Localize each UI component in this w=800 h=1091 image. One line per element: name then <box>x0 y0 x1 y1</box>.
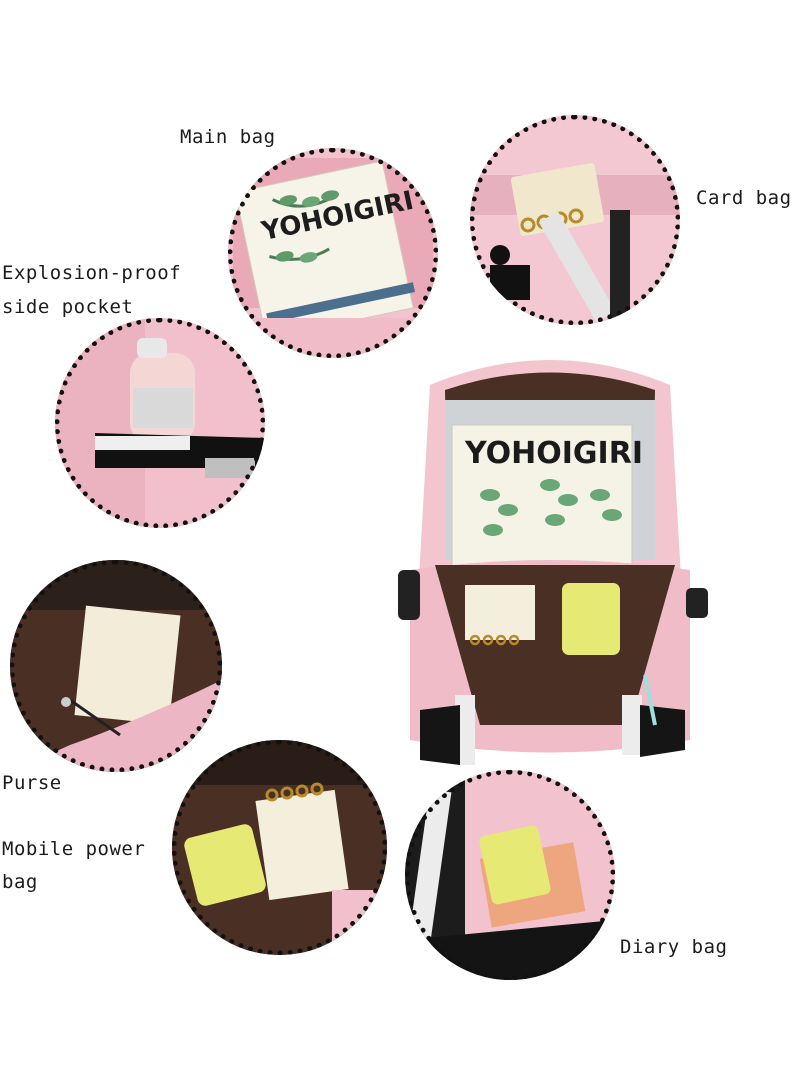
label-side-pocket-line1: Explosion-proof <box>2 262 182 284</box>
mobile-power-photo <box>172 740 387 955</box>
notebook-cover-text-large: YOHOIGIRI <box>464 436 643 471</box>
diary-bag-photo <box>405 770 615 980</box>
label-card-bag: Card bag <box>696 187 792 209</box>
label-mobile-power-line2: bag <box>2 871 38 893</box>
card-bag-photo <box>470 115 680 325</box>
label-diary-bag: Diary bag <box>620 936 728 958</box>
purse-photo <box>10 560 222 772</box>
label-mobile-power-line1: Mobile power <box>2 838 146 860</box>
label-main-bag: Main bag <box>180 126 276 148</box>
backpack-main-photo: YOHOIGIRI <box>390 345 715 780</box>
side-pocket-photo <box>55 318 265 528</box>
label-side-pocket-line2: side pocket <box>2 296 134 318</box>
label-purse: Purse <box>2 772 62 794</box>
main-bag-photo: YOHOIGIRI <box>228 148 438 358</box>
